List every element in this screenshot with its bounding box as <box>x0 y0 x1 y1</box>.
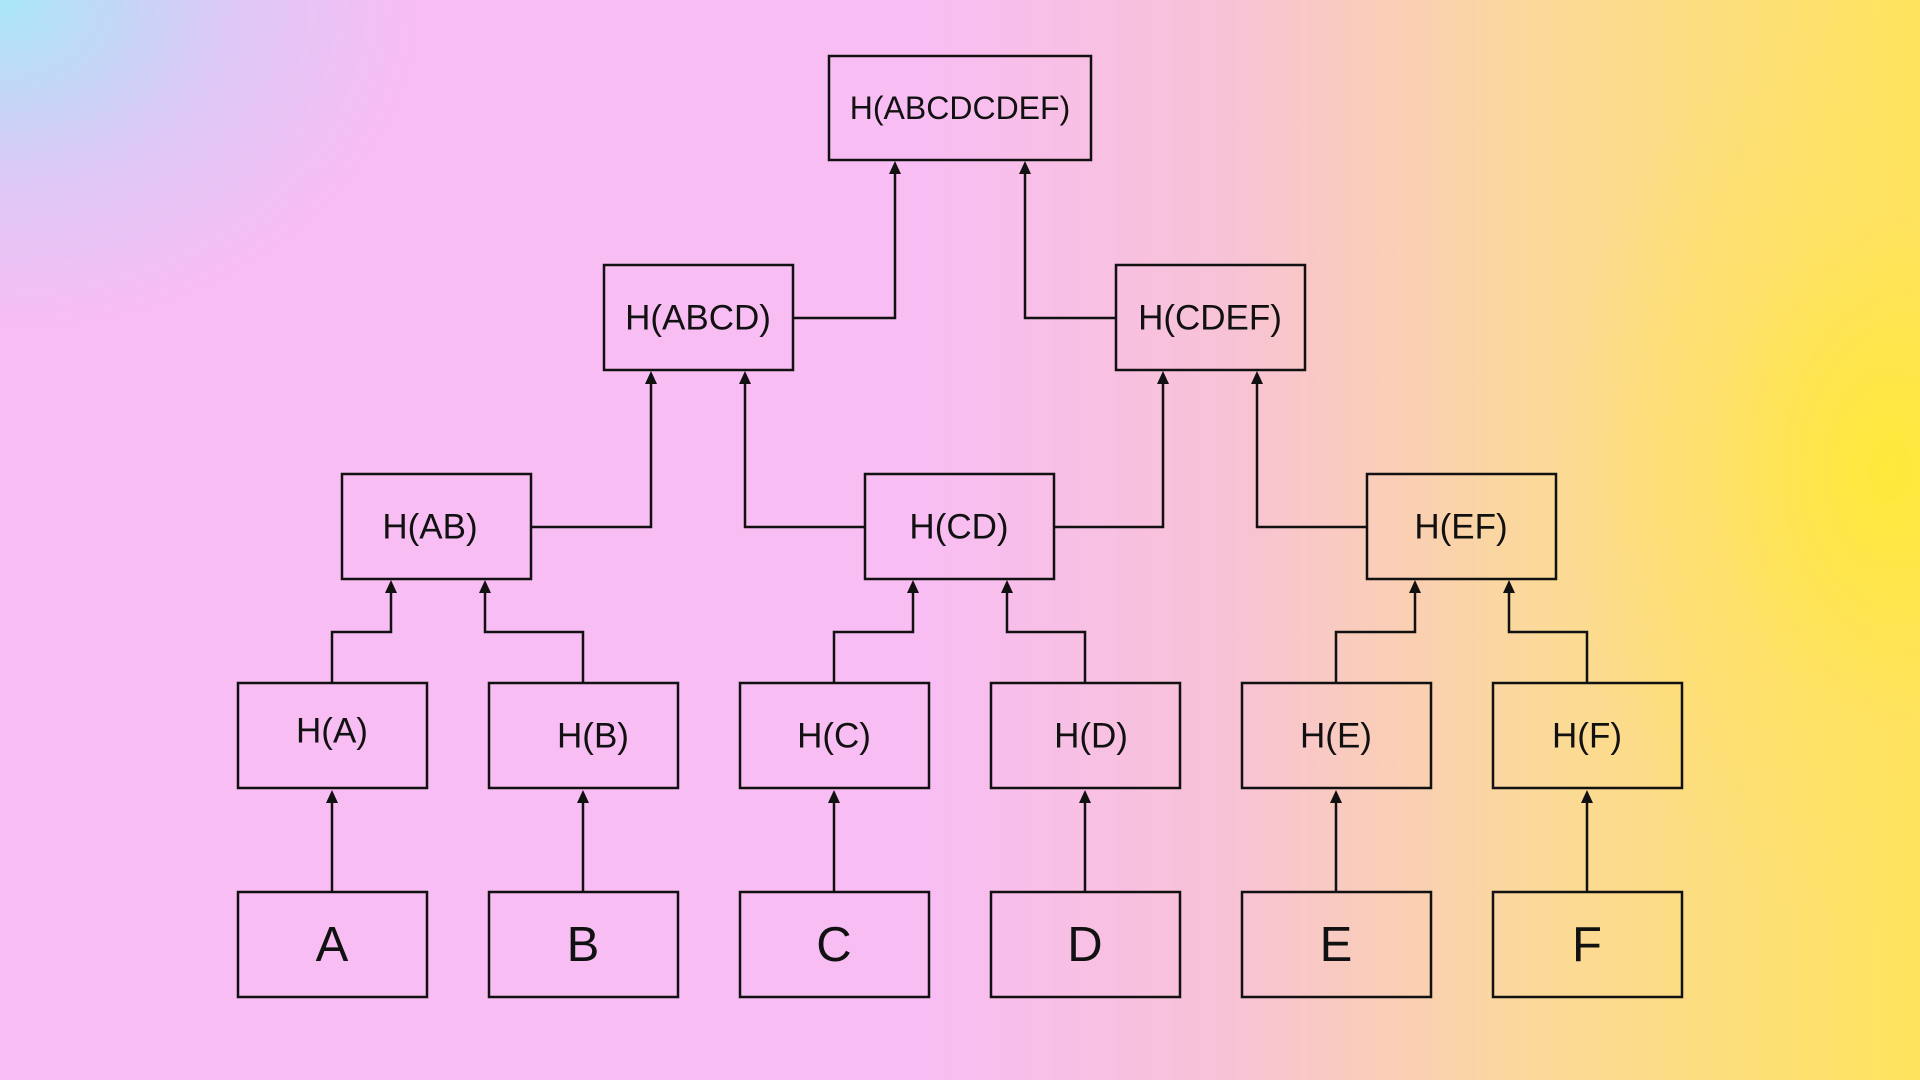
edge-hb-to-ab <box>479 580 585 683</box>
node-b-label: B <box>567 918 600 972</box>
edge-c-to-hc <box>828 790 840 892</box>
node-ab-hash: H(AB) <box>340 472 533 581</box>
edge-f-to-hf <box>1581 790 1593 892</box>
node-a-data: A <box>236 890 429 999</box>
edge-d-to-hd <box>1079 790 1091 892</box>
node-d-label: D <box>1067 918 1102 972</box>
node-f-label: F <box>1572 918 1602 972</box>
node-f-hash-label: H(F) <box>1552 717 1622 756</box>
edge-hc-to-cd <box>832 580 919 683</box>
node-e-data: E <box>1240 890 1433 999</box>
node-b-hash-label: H(B) <box>557 717 629 756</box>
node-a-hash: H(A) <box>236 681 429 790</box>
edge-cd-to-abcd <box>739 371 865 529</box>
node-c-hash: H(C) <box>738 681 931 790</box>
node-b-data: B <box>487 890 680 999</box>
edge-e-to-he <box>1330 790 1342 892</box>
node-e-label: E <box>1320 918 1353 972</box>
node-a-label: A <box>316 918 349 972</box>
node-a-hash-label: H(A) <box>296 712 368 751</box>
node-c-label: C <box>816 918 851 972</box>
node-d-hash-label: H(D) <box>1054 717 1128 756</box>
edge-ef-to-cdef <box>1251 371 1367 529</box>
edge-ab-to-abcd <box>531 371 657 529</box>
edge-a-to-ha <box>326 790 338 892</box>
node-c-data: C <box>738 890 931 999</box>
node-ef-hash: H(EF) <box>1365 472 1558 581</box>
node-e-hash-label: H(E) <box>1300 717 1372 756</box>
edge-hf-to-ef <box>1503 580 1589 683</box>
node-c-hash-label: H(C) <box>797 717 871 756</box>
edge-b-to-hb <box>577 790 589 892</box>
node-d-hash: H(D) <box>989 681 1182 790</box>
node-f-data: F <box>1491 890 1684 999</box>
node-cd-label: H(CD) <box>909 508 1008 547</box>
node-abcd-hash: H(ABCD) <box>602 263 795 372</box>
edge-ha-to-ab <box>330 580 397 683</box>
node-cd-hash: H(CD) <box>863 472 1056 581</box>
edge-abcd-to-root <box>793 161 901 320</box>
node-b-hash: H(B) <box>487 681 680 790</box>
edge-he-to-ef <box>1334 580 1421 683</box>
edges <box>326 161 1593 892</box>
node-abcd-label: H(ABCD) <box>625 299 771 338</box>
node-d-data: D <box>989 890 1182 999</box>
nodes: H(ABCDCDEF) H(ABCD) H(CDEF) H(AB) H(CD) … <box>236 54 1684 999</box>
node-ef-label: H(EF) <box>1414 508 1507 547</box>
node-cdef-hash: H(CDEF) <box>1114 263 1307 372</box>
node-ab-label: H(AB) <box>382 508 477 547</box>
node-root-label: H(ABCDCDEF) <box>850 90 1070 126</box>
node-f-hash: H(F) <box>1491 681 1684 790</box>
node-cdef-label: H(CDEF) <box>1138 299 1282 338</box>
edge-hd-to-cd <box>1001 580 1087 683</box>
node-root-hash: H(ABCDCDEF) <box>827 54 1093 162</box>
edge-cdef-to-root <box>1019 161 1116 320</box>
edge-cd-to-cdef <box>1054 371 1169 529</box>
node-e-hash: H(E) <box>1240 681 1433 790</box>
